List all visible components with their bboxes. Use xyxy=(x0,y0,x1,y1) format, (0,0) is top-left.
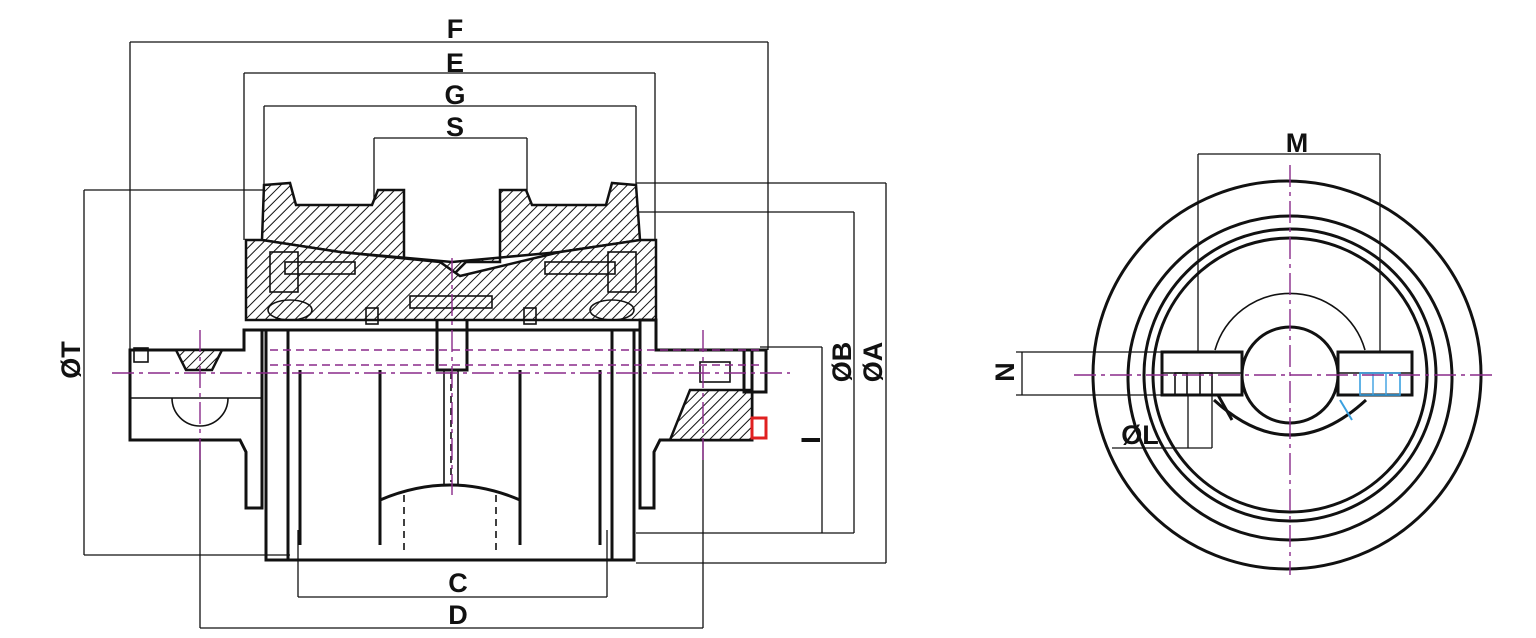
left-hub xyxy=(128,328,264,510)
dimension-lines-end xyxy=(1016,153,1381,449)
label-b: ØB xyxy=(827,342,857,383)
dimension-lines-side xyxy=(83,182,887,629)
clamp-bar xyxy=(1160,350,1414,421)
center-sleeve xyxy=(262,288,640,562)
label-s: S xyxy=(446,112,464,142)
dimension-lines-top xyxy=(129,41,769,350)
centerlines-end xyxy=(1074,165,1496,575)
label-g: G xyxy=(444,80,465,110)
centerlines-section xyxy=(112,258,790,495)
label-t: ØT xyxy=(56,341,86,379)
label-m: M xyxy=(1286,128,1309,158)
label-c: C xyxy=(448,568,468,598)
marker-square xyxy=(750,416,768,440)
label-f: F xyxy=(447,14,464,44)
label-i: I xyxy=(796,436,826,444)
label-a: ØA xyxy=(858,342,888,383)
end-view: M N ØL xyxy=(990,128,1496,575)
label-l: ØL xyxy=(1121,420,1159,450)
highlight-stroke xyxy=(1339,399,1353,421)
section-view: F E G S ØT ØB ØA I C D xyxy=(56,14,888,630)
section-labels: F E G S ØT ØB ØA I C D xyxy=(56,14,888,630)
highlight-box xyxy=(1359,372,1401,396)
label-e: E xyxy=(446,48,464,78)
label-n: N xyxy=(990,362,1020,382)
label-d: D xyxy=(448,600,468,630)
flange-body xyxy=(244,181,658,325)
right-hub xyxy=(638,318,768,510)
